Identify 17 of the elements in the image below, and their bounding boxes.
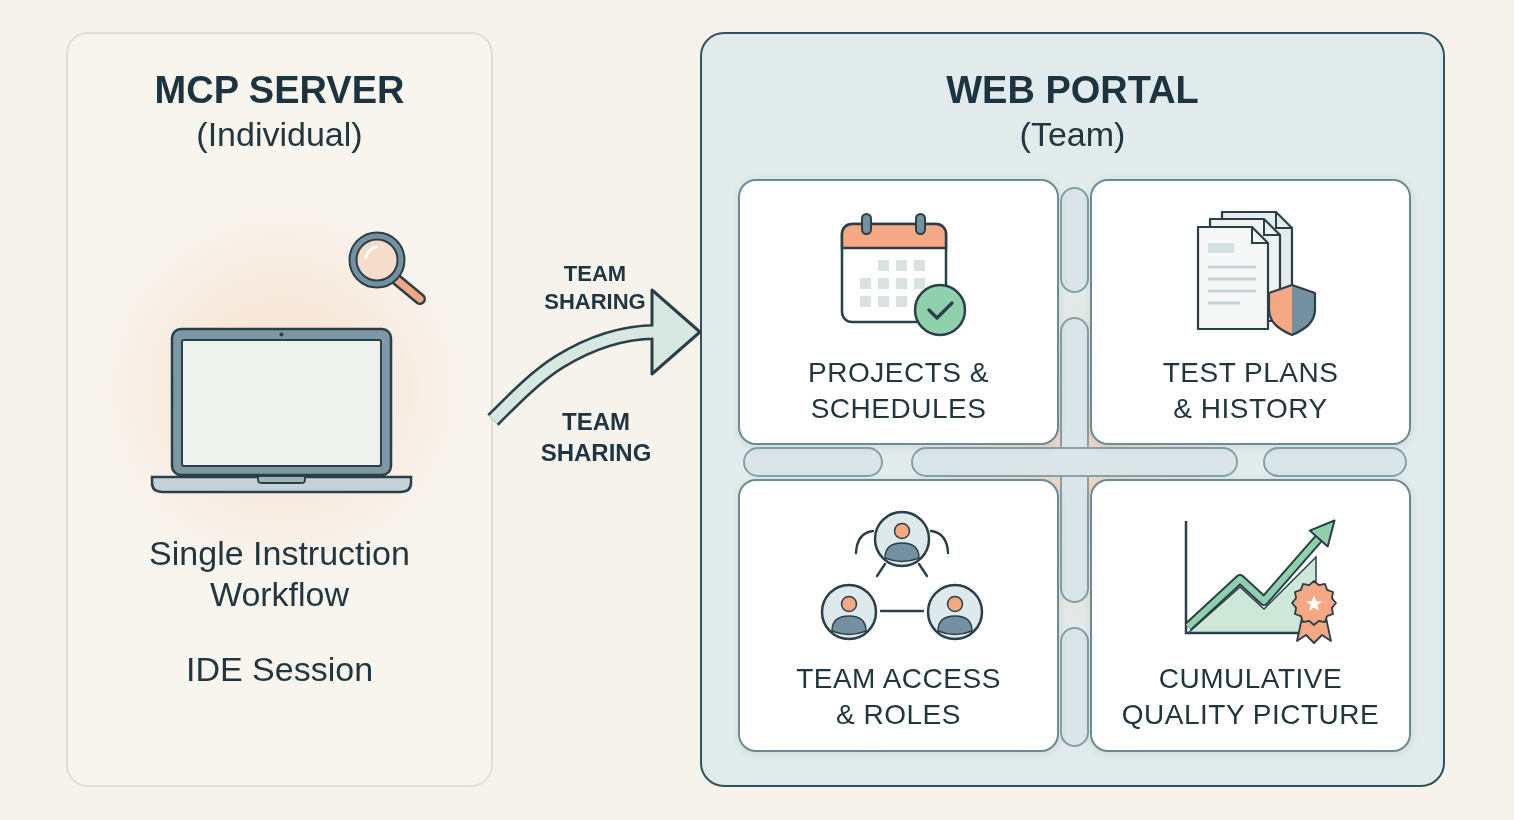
panel-subtitle: (Individual) (196, 114, 363, 154)
card-title: CUMULATIVE QUALITY PICTURE (1120, 662, 1381, 732)
feature-card (1090, 179, 1411, 445)
panel-subtitle: (Team) (1019, 114, 1126, 154)
feature-card (738, 179, 1059, 445)
feature-card (738, 479, 1059, 752)
panel-title: MCP SERVER (154, 68, 405, 112)
panel (66, 32, 493, 787)
panel (700, 32, 1445, 787)
description-text: Single Instruction Workflow (148, 533, 411, 615)
description-text: IDE Session (185, 649, 374, 690)
card-title: TEAM ACCESS & ROLES (795, 662, 1002, 732)
arrow (487, 288, 702, 426)
panel-title: WEB PORTAL (946, 68, 1199, 112)
card-title: TEST PLANS & HISTORY (1161, 356, 1340, 426)
card-title: PROJECTS & SCHEDULES (807, 356, 990, 426)
feature-card (1090, 479, 1411, 752)
